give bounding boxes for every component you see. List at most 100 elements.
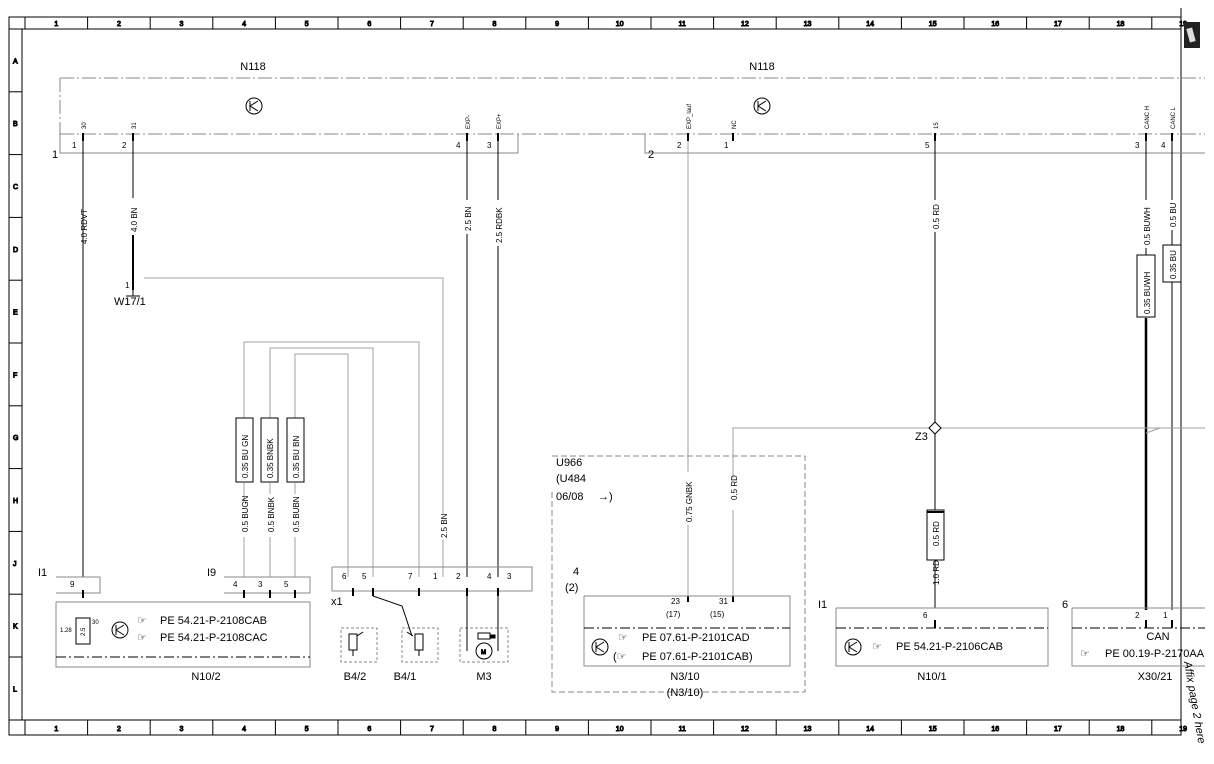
- internal-pin: 30: [92, 620, 99, 626]
- w17-pin: 1: [125, 281, 130, 290]
- n118-connector-2: 2: [648, 149, 654, 161]
- row-letter: A: [13, 58, 18, 65]
- signal-15: 15: [934, 122, 940, 129]
- x1-label: x1: [331, 596, 343, 608]
- can-label: CAN: [1146, 631, 1169, 643]
- column-number: 12: [741, 21, 749, 28]
- reference-link[interactable]: PE 54.21-P-2108CAC: [160, 632, 268, 644]
- variant-date: 06/08: [556, 491, 584, 503]
- sensor-icon: [401, 627, 439, 663]
- column-number: 17: [1054, 21, 1062, 28]
- row-letter: F: [13, 372, 17, 379]
- see-reference-hand-icon: ☞: [1080, 648, 1090, 660]
- fuse-rating: 2.5: [81, 627, 87, 636]
- i1-left-label: I1: [38, 567, 47, 579]
- column-number: 6: [367, 21, 371, 28]
- signal-31: 31: [132, 122, 138, 129]
- pin-number: 2: [122, 141, 127, 150]
- w17-label: W17/1: [114, 296, 146, 308]
- i1-right-label: I1: [818, 599, 827, 611]
- reference-link[interactable]: PE 00.19-P-2170AA: [1105, 648, 1205, 660]
- column-number: 9: [555, 21, 559, 28]
- wire-label: 0.5 RD: [932, 521, 941, 546]
- signal-exp-lauf: EXP_lauf: [687, 104, 693, 129]
- reference-link[interactable]: PE 07.61-P-2101CAD: [642, 632, 750, 644]
- sensor-icon: [340, 627, 378, 663]
- column-number: 14: [866, 726, 874, 733]
- n10-2-module: [55, 601, 311, 668]
- z3-label: Z3: [915, 431, 928, 443]
- column-number: 3: [180, 726, 184, 733]
- reference-link[interactable]: PE 54.21-P-2108CAB: [160, 615, 267, 627]
- wire-label: 0.5 BUGN: [241, 495, 250, 532]
- wire-label: 0.5 BUWH: [1143, 207, 1152, 245]
- connector-pins: [82, 588, 1173, 628]
- n118-connector-bars: [59, 134, 1205, 154]
- n118-pins: [82, 133, 1173, 141]
- b4-1-label: B4/1: [394, 671, 417, 683]
- wires-dark: [82, 141, 1173, 610]
- wire-label: 0.5 RD: [932, 204, 941, 229]
- pin-number: 4: [456, 141, 461, 150]
- svg-text:M: M: [481, 650, 486, 656]
- pin-number: 9: [70, 580, 75, 589]
- variant-box: [551, 455, 806, 693]
- pin-number: (15): [710, 610, 725, 619]
- signal-exp-plus: EXP+: [497, 113, 503, 129]
- pin-number: 2: [1135, 611, 1140, 620]
- column-number: 18: [1117, 726, 1125, 733]
- column-number: 13: [804, 21, 812, 28]
- column-number: 16: [991, 726, 999, 733]
- pin-number: (17): [666, 610, 681, 619]
- sensor-wire: [372, 595, 413, 637]
- pin-number: 6: [342, 572, 347, 581]
- b4-2-label: B4/2: [344, 671, 367, 683]
- x30-21-label: X30/21: [1138, 671, 1173, 683]
- pin-number: 23: [671, 597, 680, 606]
- column-number: 1: [54, 726, 58, 733]
- wire-label: 4.0 RDVT: [80, 209, 89, 244]
- motor-icon: [459, 627, 509, 663]
- pin-number: 4: [1161, 141, 1166, 150]
- column-number: 9: [555, 726, 559, 733]
- pin-number: 1: [72, 141, 77, 150]
- transistor-icon: [844, 638, 862, 656]
- boxed-wire-labels: [235, 244, 1182, 561]
- row-letter: J: [13, 561, 17, 568]
- column-number: 13: [804, 726, 812, 733]
- transistor-icon: [753, 97, 771, 115]
- pin-number: 3: [487, 141, 492, 150]
- wire-label: 0.35 BU BN: [292, 436, 301, 478]
- internal-pin: 1.28: [60, 628, 72, 634]
- variant-bracket-4: 4: [573, 566, 579, 578]
- n10-1-module: [835, 607, 1049, 667]
- reference-link[interactable]: PE 54.21-P-2106CAB: [896, 641, 1003, 653]
- see-reference-hand-icon: ☞: [872, 641, 882, 653]
- wires-light: [144, 141, 1205, 600]
- connector-strips: [56, 566, 533, 594]
- column-number: 3: [180, 21, 184, 28]
- column-number: 1: [54, 21, 58, 28]
- pin-number: 2: [456, 572, 461, 581]
- pin-number: 5: [925, 141, 930, 150]
- column-number: 17: [1054, 726, 1062, 733]
- variant-code-2: (U484: [556, 473, 586, 485]
- n118-boundary: [59, 77, 1205, 135]
- pin-number: 5: [362, 572, 367, 581]
- reference-link[interactable]: PE 07.61-P-2101CAB): [642, 651, 753, 663]
- motor-icon: M: [466, 596, 499, 660]
- n3-10-label: N3/10: [670, 671, 699, 683]
- signal-canc-h: CANC H: [1145, 106, 1151, 129]
- see-reference-hand-icon: ☞: [137, 632, 147, 644]
- pin-number: 1: [433, 572, 438, 581]
- transistor-icon: [245, 97, 263, 115]
- row-letter: D: [13, 247, 18, 254]
- x30-connector-label: 6: [1062, 599, 1068, 611]
- wire-label: 4.0 BN: [130, 207, 139, 232]
- variant-code-1: U966: [556, 457, 582, 469]
- column-number: 18: [1117, 21, 1125, 28]
- wire-label: 0.35 BU: [1169, 250, 1178, 279]
- signal-canc-l: CANC L: [1171, 106, 1177, 129]
- n118-right-label: N118: [749, 61, 774, 73]
